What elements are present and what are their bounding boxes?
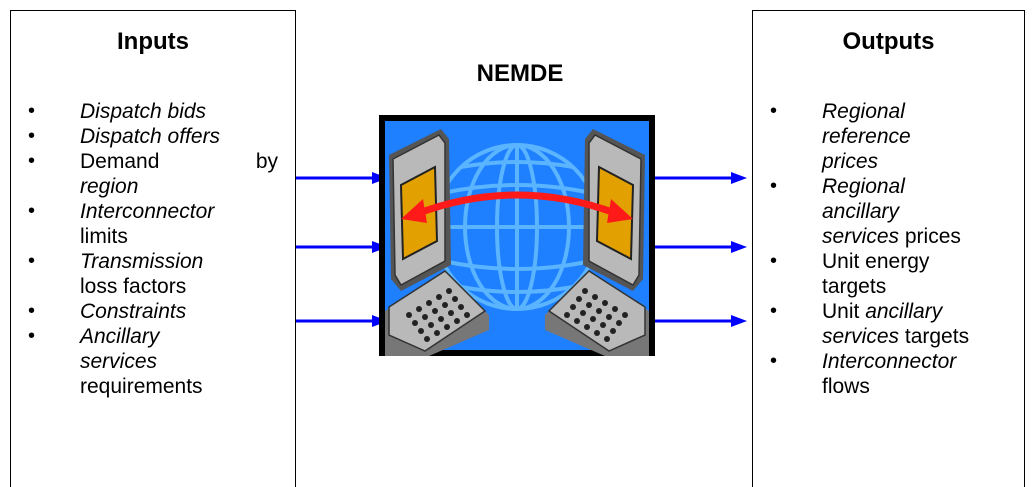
input-dispatch-bids: Dispatch bids <box>80 100 206 123</box>
output-regional-ancillary-services: Regional ancillary services <box>822 175 905 248</box>
list-item: Regional reference prices <box>770 99 952 174</box>
inputs-title: Inputs <box>11 28 295 56</box>
nemde-title: NEMDE <box>420 60 620 88</box>
outputs-title: Outputs <box>753 28 1024 56</box>
output-interconnector: Interconnector <box>822 350 956 373</box>
input-loss-factors: loss factors <box>80 275 186 298</box>
input-demand-by: Demand by <box>80 149 278 174</box>
list-item: Ancillary services requirements <box>28 324 230 399</box>
input-requirements: requirements <box>80 375 203 398</box>
list-item: Interconnector limits <box>28 199 278 249</box>
input-arrow-2 <box>296 237 391 257</box>
input-constraints: Constraints <box>80 300 186 323</box>
nemde-computers-globe-graphic <box>379 115 655 356</box>
inputs-list: Dispatch bids Dispatch offers Demand by … <box>28 99 278 399</box>
list-item: Unit energy targets <box>770 249 952 299</box>
output-flows: flows <box>822 375 870 398</box>
input-limits: limits <box>80 225 128 248</box>
output-unit: Unit <box>822 300 859 323</box>
output-unit-energy-targets: Unit energy targets <box>822 250 929 298</box>
input-arrow-3 <box>296 311 391 331</box>
outputs-panel: Outputs Regional reference prices Region… <box>752 10 1025 487</box>
input-arrow-1 <box>296 168 391 188</box>
list-item: Unit ancillary services targets <box>770 299 982 349</box>
output-arrow-2 <box>655 237 750 257</box>
output-targets: targets <box>905 325 969 348</box>
output-prices: prices <box>905 225 961 248</box>
input-region: region <box>80 175 138 198</box>
list-item: Transmission loss factors <box>28 249 278 299</box>
list-item: Regional ancillary services prices <box>770 174 967 249</box>
inputs-panel: Inputs Dispatch bids Dispatch offers Dem… <box>10 10 296 487</box>
input-transmission: Transmission <box>80 250 203 273</box>
output-arrow-1 <box>655 168 750 188</box>
globe-icon <box>435 145 599 309</box>
list-item: Interconnector flows <box>770 349 1010 399</box>
list-item: Dispatch bids <box>28 99 278 124</box>
list-item: Constraints <box>28 299 278 324</box>
output-regional-reference-prices: Regional reference prices <box>822 100 911 173</box>
outputs-list: Regional reference prices Regional ancil… <box>770 99 1010 399</box>
output-arrow-3 <box>655 311 750 331</box>
input-interconnector: Interconnector <box>80 200 214 223</box>
input-ancillary-services: Ancillary services <box>80 325 159 373</box>
input-dispatch-offers: Dispatch offers <box>80 125 220 148</box>
list-item: Dispatch offers <box>28 124 278 149</box>
list-item: Demand by region <box>28 149 278 199</box>
